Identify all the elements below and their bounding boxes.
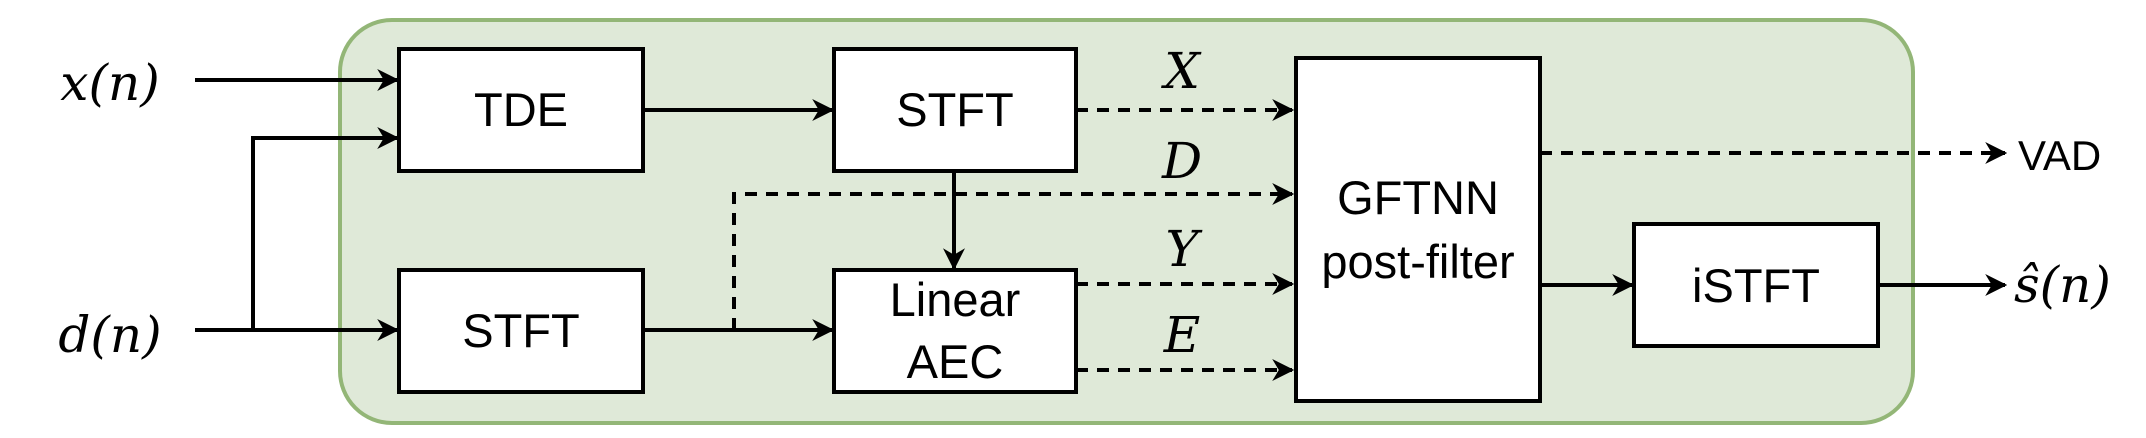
istft-block [1632,222,1880,348]
input-d-label: d(n) [58,306,161,364]
signal-y-label: Y [1165,220,1202,278]
arrow-d-to-tde [251,127,400,330]
stft-bottom-block [397,268,645,394]
input-x-label: x(n) [60,54,159,112]
gftnn-label-line2: post-filter [1321,235,1514,288]
stft-bottom-label: STFT [462,304,579,357]
arrow-d-signal [732,183,1295,330]
linear-aec-block [832,268,1078,394]
signal-d-label: D [1161,132,1202,190]
stft-top-label: STFT [896,83,1013,136]
signal-labels: X D Y E [1160,42,1202,364]
s-hat-output-label: ŝ(n) [2014,256,2111,314]
blocks [397,47,1880,403]
istft-label: iSTFT [1692,259,1820,312]
solid-connections [195,69,2008,341]
stft-top-block [832,47,1078,173]
linear-aec-label-line2: AEC [907,335,1004,388]
gftnn-label-line1: GFTNN [1337,171,1499,224]
gftnn-postfilter-block [1294,56,1542,403]
block-labels: TDE STFT STFT Linear AEC GFTNN post-filt… [462,83,1820,388]
signal-e-label: E [1163,306,1201,364]
vad-output-label: VAD [2018,132,2101,179]
tde-block [397,47,645,173]
signal-x-label: X [1160,42,1202,100]
tde-label: TDE [474,83,568,136]
dashed-connections [732,99,2008,381]
linear-aec-label-line1: Linear [890,273,1021,326]
